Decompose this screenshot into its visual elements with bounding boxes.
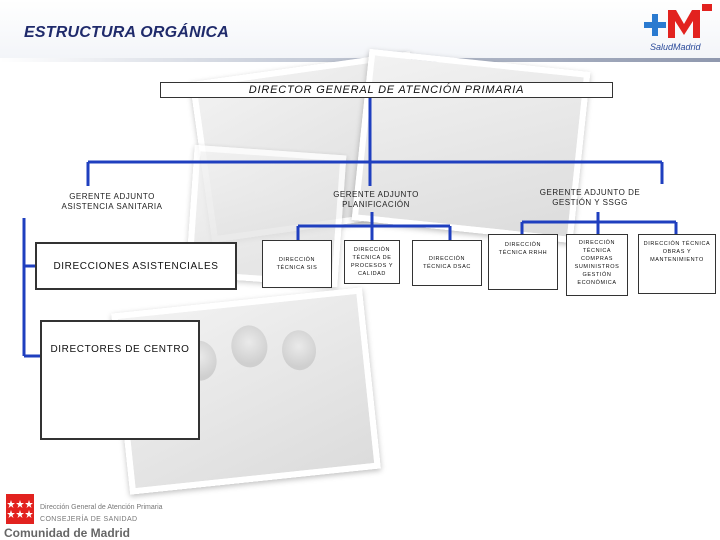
gerente-planificacion-label: GERENTE ADJUNTO PLANIFICACIÓN: [333, 190, 419, 209]
direcciones-asistenciales-box: DIRECCIONES ASISTENCIALES: [35, 242, 237, 290]
footer-consejeria: CONSEJERÍA DE SANIDAD: [40, 516, 138, 523]
direccion-tecnica-rrhh-box: DIRECCIÓN TÉCNICA RRHH: [488, 234, 558, 290]
director-general-box: DIRECTOR GENERAL DE ATENCIÓN PRIMARIA: [160, 82, 613, 98]
salud-madrid-logo: [644, 4, 712, 38]
direccion-tecnica-procesos-box: DIRECCIÓN TÉCNICA DE PROCESOS Y CALIDAD: [344, 240, 400, 284]
direccion-tecnica-sis-box: DIRECCIÓN TÉCNICA SIS: [262, 240, 332, 288]
comunidad-madrid-emblem: [6, 494, 34, 524]
direccion-tecnica-dsac-box: DIRECCIÓN TÉCNICA DSAC: [412, 240, 482, 286]
gerente-asistencia-label: GERENTE ADJUNTO ASISTENCIA SANITARIA: [61, 192, 163, 211]
salud-madrid-wordmark: SaludMadrid: [650, 42, 701, 52]
header-bar: [0, 0, 720, 62]
direccion-tecnica-compras-box: DIRECCIÓN TÉCNICA COMPRAS SUMINISTROS GE…: [566, 234, 628, 296]
page-title: ESTRUCTURA ORGÁNICA: [24, 24, 229, 41]
footer-direccion-general: Dirección General de Atención Primaria: [40, 504, 163, 511]
gerente-gestion-label: GERENTE ADJUNTO DE GESTIÓN Y SSGG: [539, 188, 641, 207]
direccion-tecnica-obras-box: DIRECCIÓN TÉCNICA OBRAS Y MANTENIMIENTO: [638, 234, 716, 294]
directores-centro-box: DIRECTORES DE CENTRO: [40, 320, 200, 440]
footer-comunidad-madrid: Comunidad de Madrid: [4, 526, 130, 540]
